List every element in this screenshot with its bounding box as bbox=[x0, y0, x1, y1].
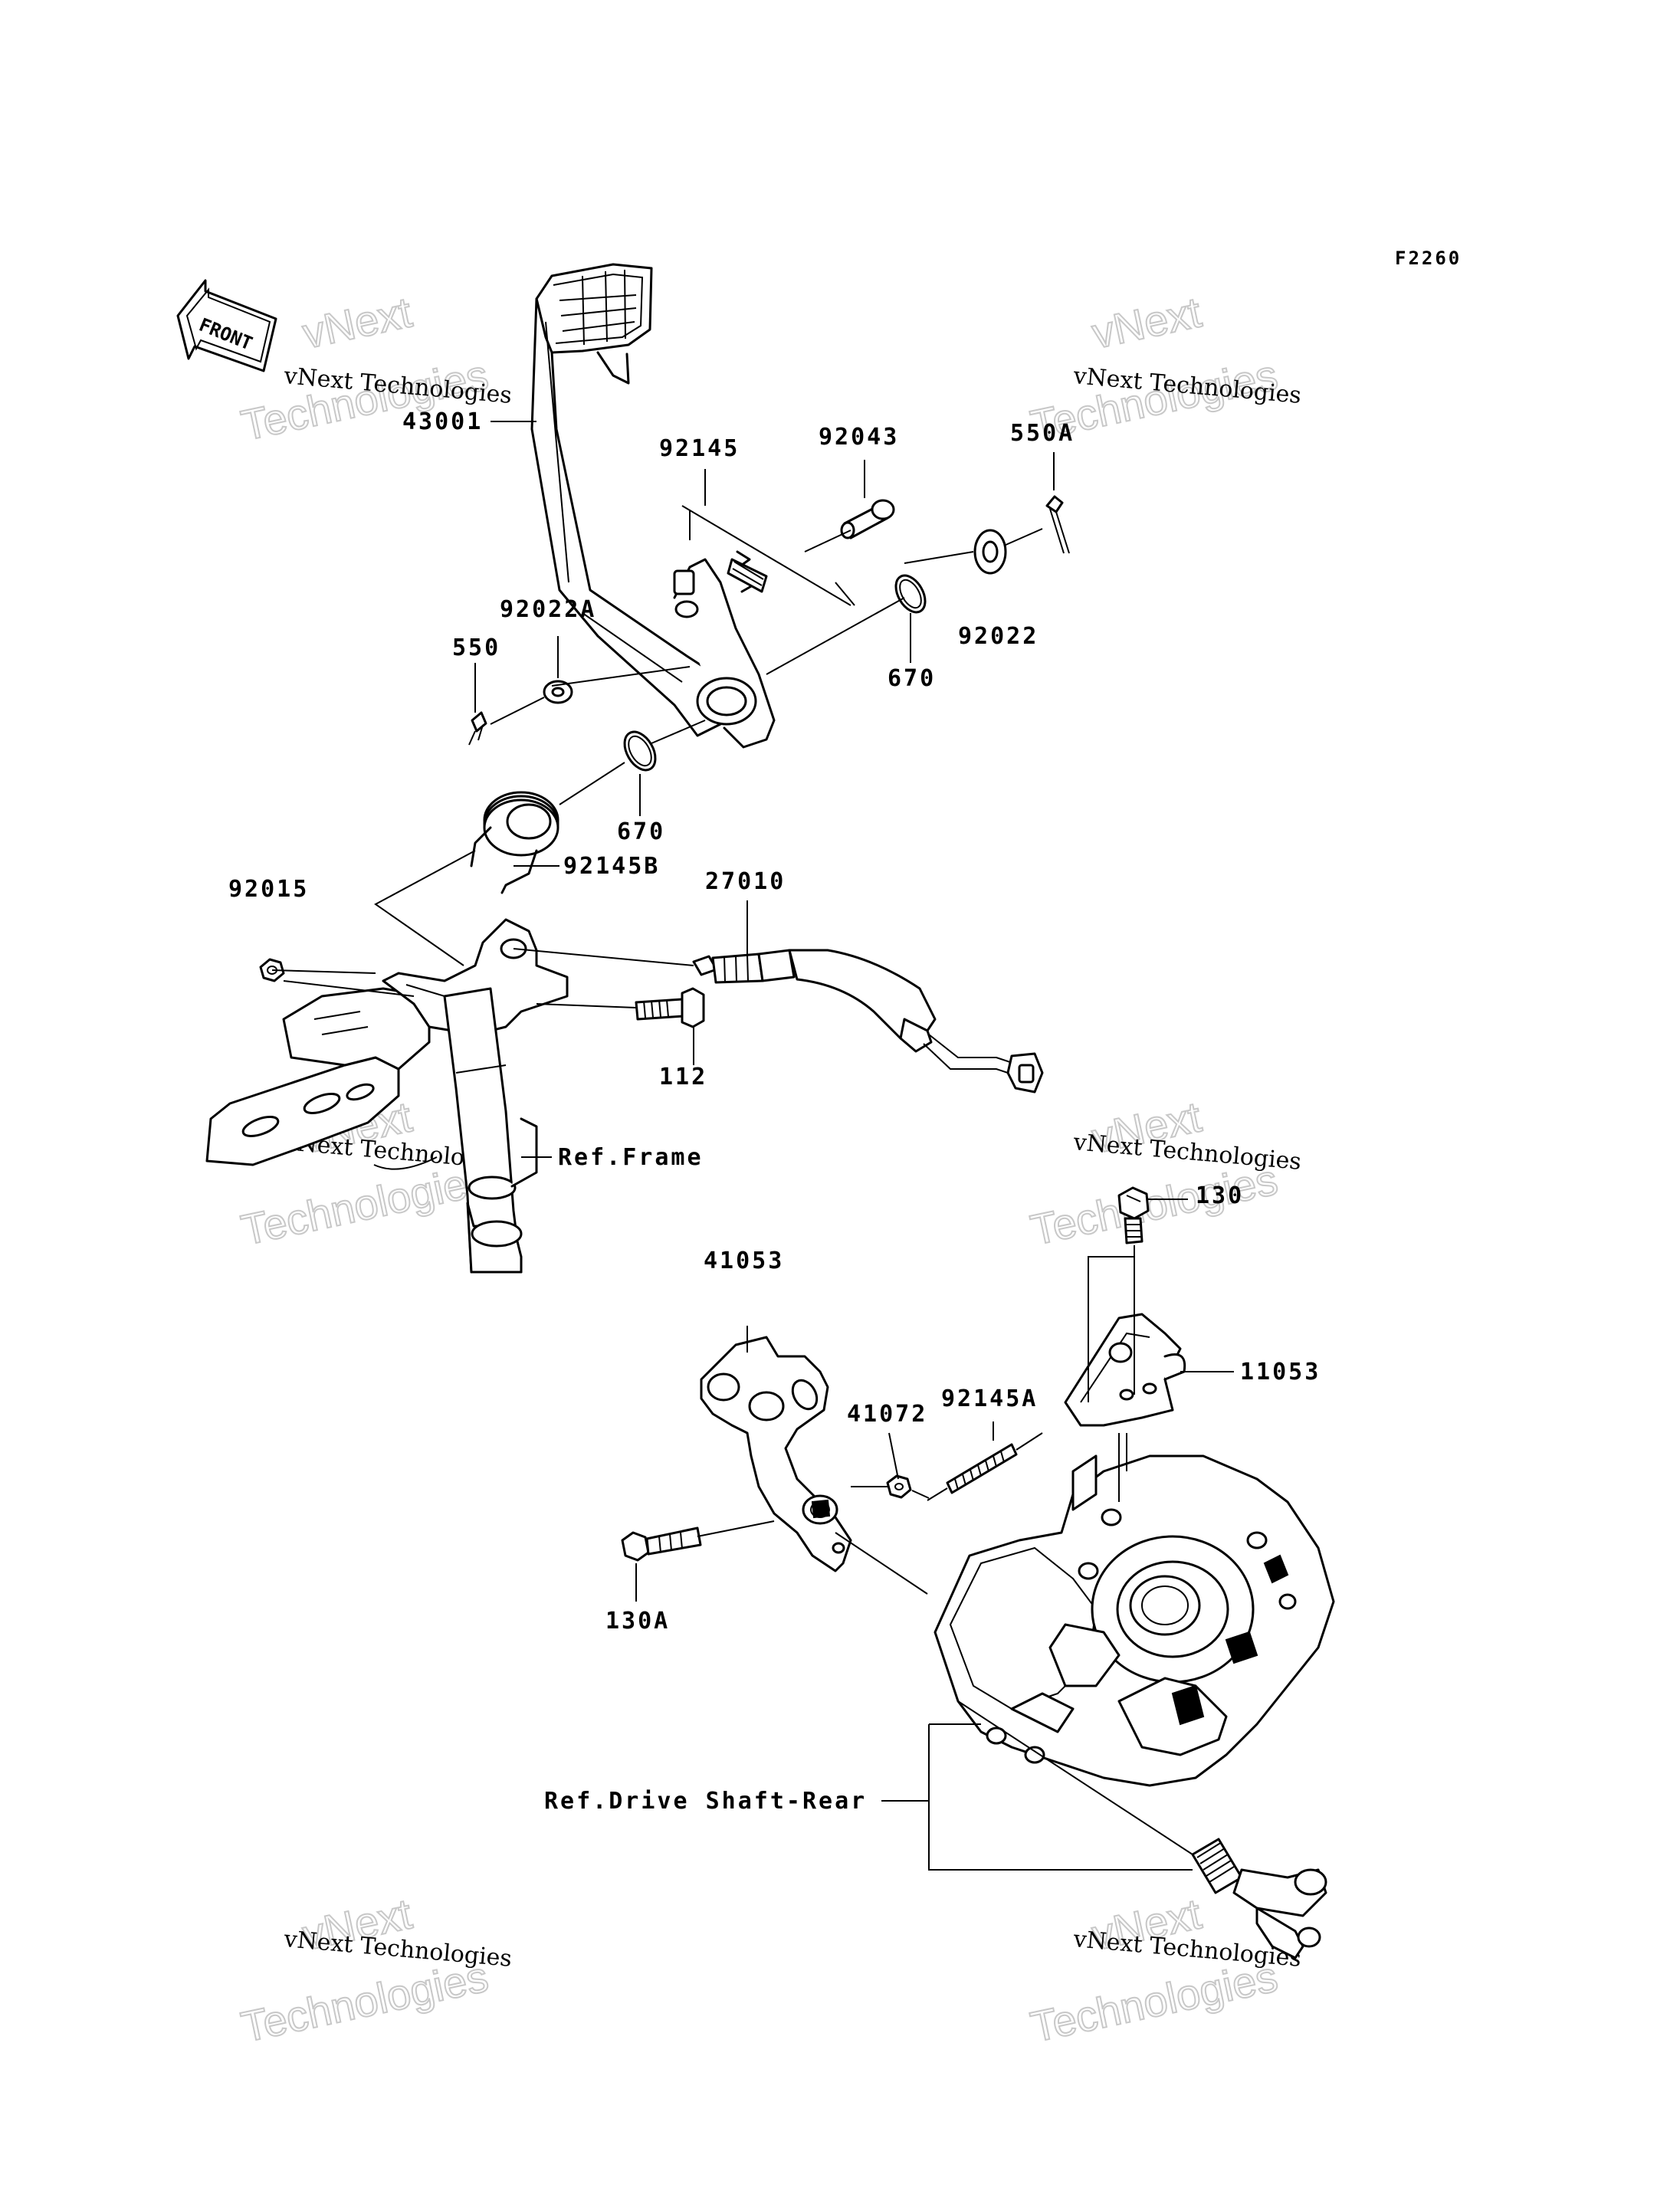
transmission-case-drawing bbox=[934, 1454, 1335, 1787]
pin-92043-drawing bbox=[840, 499, 895, 539]
ref-label-frame: Ref.Frame bbox=[558, 1144, 704, 1171]
part-label-92022: 92022 bbox=[958, 623, 1039, 650]
front-direction-arrow-icon: FRONT bbox=[176, 279, 277, 372]
part-label-92145b: 92145B bbox=[563, 853, 660, 880]
part-label-92145a: 92145A bbox=[941, 1385, 1038, 1412]
part-label-27010: 27010 bbox=[705, 868, 786, 895]
watermark-big-top: vNext bbox=[298, 287, 416, 357]
bracket-11053-drawing bbox=[1064, 1313, 1186, 1427]
part-label-41053: 41053 bbox=[704, 1248, 784, 1274]
part-label-92015: 92015 bbox=[228, 876, 309, 903]
part-label-92043: 92043 bbox=[819, 424, 899, 451]
spring-92145-drawing bbox=[681, 505, 855, 606]
o-ring-670-lower-drawing bbox=[623, 730, 657, 772]
watermark: vNext Technologies vNext Technologies bbox=[1025, 1091, 1302, 1254]
washer-92022-drawing bbox=[973, 529, 1007, 575]
part-label-112: 112 bbox=[659, 1064, 707, 1090]
ref-label-drive-shaft-rear: Ref.Drive Shaft-Rear bbox=[544, 1788, 867, 1815]
drive-shaft-drawing bbox=[1191, 1838, 1327, 1959]
o-ring-670-upper-drawing bbox=[894, 574, 927, 614]
part-label-41072: 41072 bbox=[847, 1401, 927, 1428]
lever-41053-drawing bbox=[700, 1336, 852, 1572]
brake-switch-27010-drawing bbox=[692, 949, 1044, 1094]
watermark: vNext Technologies vNext Technologies bbox=[236, 1888, 513, 2051]
part-labels: 43001 92145 92043 550A 92022A 550 92022 … bbox=[228, 408, 1321, 1815]
washer-92022a-drawing bbox=[543, 680, 573, 704]
bolt-130a-drawing bbox=[621, 1526, 702, 1562]
spring-92145a-drawing bbox=[927, 1432, 1043, 1501]
part-label-92022a: 92022A bbox=[500, 596, 596, 623]
leader-lines bbox=[271, 421, 1234, 1871]
part-label-92145: 92145 bbox=[659, 435, 740, 462]
frame-drawing bbox=[205, 918, 569, 1274]
return-spring-92145b-drawing bbox=[470, 791, 559, 894]
brake-pedal-drawing bbox=[530, 263, 776, 749]
part-label-130: 130 bbox=[1196, 1182, 1244, 1209]
part-label-11053: 11053 bbox=[1240, 1359, 1321, 1385]
part-label-550: 550 bbox=[452, 635, 500, 661]
watermark-big-top: vNext bbox=[1088, 287, 1206, 357]
part-label-670-upper: 670 bbox=[888, 665, 936, 692]
cotter-pin-550a-drawing bbox=[1045, 495, 1070, 554]
bolt-130-drawing bbox=[1117, 1186, 1150, 1244]
bolt-112-drawing bbox=[635, 987, 705, 1028]
figure-code: F2260 bbox=[1395, 248, 1462, 269]
cotter-pin-550-drawing bbox=[468, 711, 487, 746]
part-label-43001: 43001 bbox=[402, 408, 483, 435]
nut-41072-drawing bbox=[886, 1474, 912, 1499]
part-label-670-lower: 670 bbox=[617, 818, 665, 845]
part-label-130a: 130A bbox=[605, 1608, 670, 1635]
part-label-550a: 550A bbox=[1010, 420, 1075, 447]
